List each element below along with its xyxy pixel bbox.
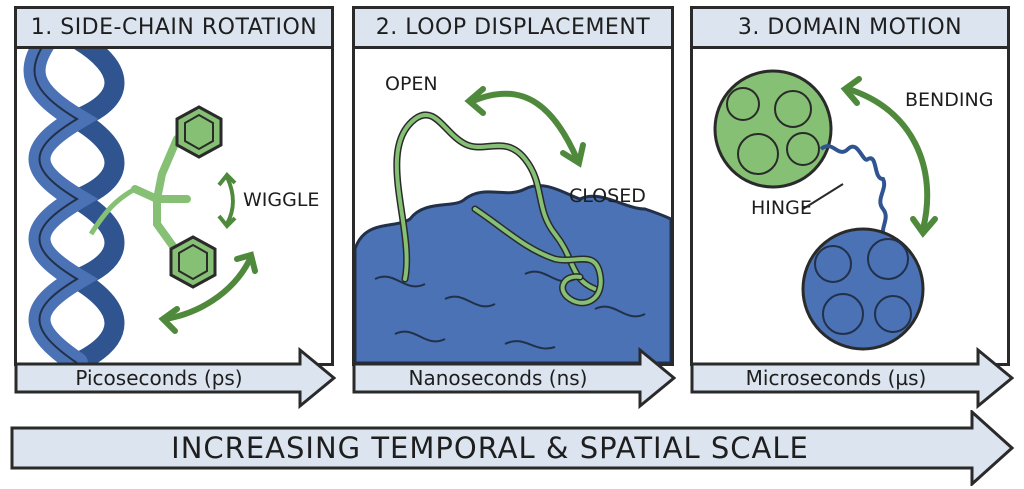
- wiggle-label: WIGGLE: [243, 189, 320, 211]
- loop-illustration: OPEN CLOSED: [355, 49, 671, 363]
- scale-banner-label: INCREASING TEMPORAL & SPATIAL SCALE: [171, 431, 809, 465]
- hinge-linker: [819, 144, 888, 241]
- hinge-label: HINGE: [751, 197, 812, 219]
- panel-side-chain-rotation: 1. SIDE-CHAIN ROTATION: [14, 6, 334, 366]
- domain-illustration: BENDING HINGE: [693, 49, 1007, 363]
- timescale-arrow-ps-shape: [14, 346, 336, 410]
- rotation-arrow: [158, 251, 258, 334]
- panel-title-side-chain: 1. SIDE-CHAIN ROTATION: [17, 9, 331, 49]
- timescale-arrow-ns-shape: [352, 346, 676, 410]
- timescale-arrow-ns: Nanoseconds (ns): [352, 346, 676, 410]
- timescale-ps-label: Picoseconds (ps): [75, 366, 243, 390]
- side-chain-bond: [88, 186, 137, 236]
- phenyl-ring-top: [175, 105, 223, 159]
- domain-blue: [801, 227, 925, 351]
- timescale-arrow-us-shape: [690, 346, 1014, 410]
- panel-title-domain: 3. DOMAIN MOTION: [693, 9, 1007, 49]
- loop-svg: [355, 86, 671, 363]
- panel-title-loop: 2. LOOP DISPLACEMENT: [355, 9, 671, 49]
- domain-green: [713, 69, 833, 189]
- bending-arrow: [840, 76, 938, 238]
- timescale-arrow-ps: Picoseconds (ps): [14, 346, 336, 410]
- scale-banner-arrow-shape: [10, 410, 1014, 486]
- open-label: OPEN: [385, 73, 438, 95]
- panel-loop-displacement: 2. LOOP DISPLACEMENT OPEN CLOSED: [352, 6, 674, 366]
- displacement-arrow: [464, 86, 586, 168]
- timescale-arrow-us: Microseconds (µs): [690, 346, 1014, 410]
- scale-banner-arrow: INCREASING TEMPORAL & SPATIAL SCALE: [10, 410, 1014, 486]
- timescale-ns-label: Nanoseconds (ns): [408, 366, 588, 390]
- domain-svg: [713, 69, 938, 351]
- bending-label: BENDING: [905, 89, 994, 111]
- panel-domain-motion: 3. DOMAIN MOTION: [690, 6, 1010, 366]
- wiggle-arrow: [217, 172, 237, 229]
- timescale-us-label: Microseconds (µs): [745, 366, 927, 390]
- side-chain-illustration: WIGGLE: [17, 49, 331, 363]
- protein-surface: [355, 184, 671, 363]
- side-chain-svg: [23, 49, 258, 363]
- phenyl-ring-bottom: [169, 235, 217, 289]
- closed-label: CLOSED: [569, 185, 646, 207]
